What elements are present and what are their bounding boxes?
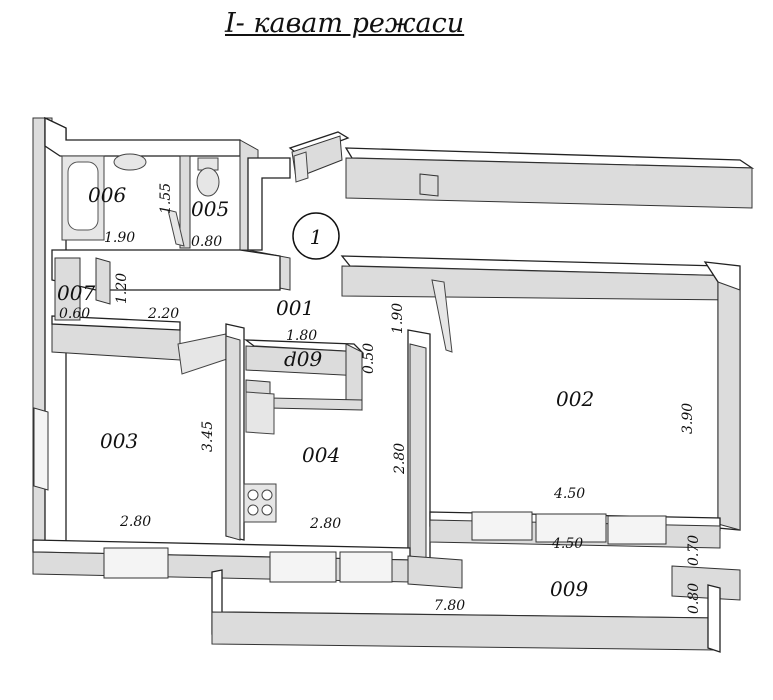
room-004: 004: [302, 443, 340, 467]
door-003: [177, 333, 231, 375]
window-left: [33, 407, 49, 491]
dim-005-width: 0.80: [191, 234, 222, 250]
room-002: 002: [556, 387, 594, 411]
wall-bottom-living: [429, 511, 721, 549]
bath-partitions: [167, 155, 191, 249]
dim-009-depth-lower: 0.80: [686, 583, 702, 614]
room-006: 006: [88, 183, 126, 207]
wall-right: [703, 261, 741, 531]
window-living-1: [471, 511, 533, 541]
room-005: 005: [191, 197, 229, 221]
dim-006-width: 1.90: [104, 230, 135, 246]
room-007: 007: [57, 281, 95, 305]
room-d09: d09: [284, 347, 323, 371]
wall-mid-horizontal: [340, 255, 739, 353]
dim-003-height: 3.45: [200, 421, 216, 452]
wall-004-002: [407, 329, 431, 561]
toilet: [196, 157, 220, 197]
dim-002-height: 3.90: [680, 403, 696, 434]
entrance-marker: [292, 212, 340, 260]
balcony: [211, 555, 741, 653]
dim-001-corridor: 2.20: [147, 306, 179, 322]
dim-d09-width: 1.80: [286, 328, 317, 344]
room-003: 003: [100, 429, 138, 453]
dim-004-height: 2.80: [392, 443, 408, 475]
wall-003-004: [225, 323, 245, 541]
window-living-3: [607, 515, 667, 545]
sink: [113, 153, 147, 171]
wall-kitchen: [245, 379, 363, 435]
entrance-number: 1: [310, 225, 323, 249]
wall-top-right: [344, 147, 755, 209]
wall-bottom-left: [32, 539, 411, 583]
room-001: 001: [276, 296, 314, 320]
dim-007-width: 0.60: [59, 306, 90, 322]
bathtub: [61, 155, 105, 241]
dim-007-height: 1.20: [114, 273, 130, 304]
stove: [243, 483, 277, 523]
dim-009-depth-upper: 0.70: [686, 535, 702, 566]
dim-001-height: 1.90: [390, 303, 406, 334]
wall-007: [54, 257, 111, 321]
fridge: [245, 391, 275, 435]
dim-004-width: 2.80: [309, 516, 341, 532]
dim-002-width: 4.50: [553, 486, 585, 502]
dim-d09-depth: 0.50: [361, 343, 377, 374]
door-balcony: [339, 551, 393, 583]
entrance-door: [293, 151, 309, 183]
room-009: 009: [550, 577, 588, 601]
dim-009-width: 7.80: [434, 598, 465, 614]
window-004: [269, 551, 337, 583]
door-living: [431, 279, 453, 353]
dim-009-inner-width: 4.50: [551, 536, 583, 552]
plan-title: I- кават режаси: [225, 8, 465, 39]
door-006: [167, 209, 185, 247]
dim-003-width: 2.80: [119, 514, 151, 530]
window-living-2: [535, 513, 607, 543]
dim-006-height: 1.55: [158, 183, 174, 214]
wall-d09: [243, 339, 364, 411]
window-003: [103, 547, 169, 579]
